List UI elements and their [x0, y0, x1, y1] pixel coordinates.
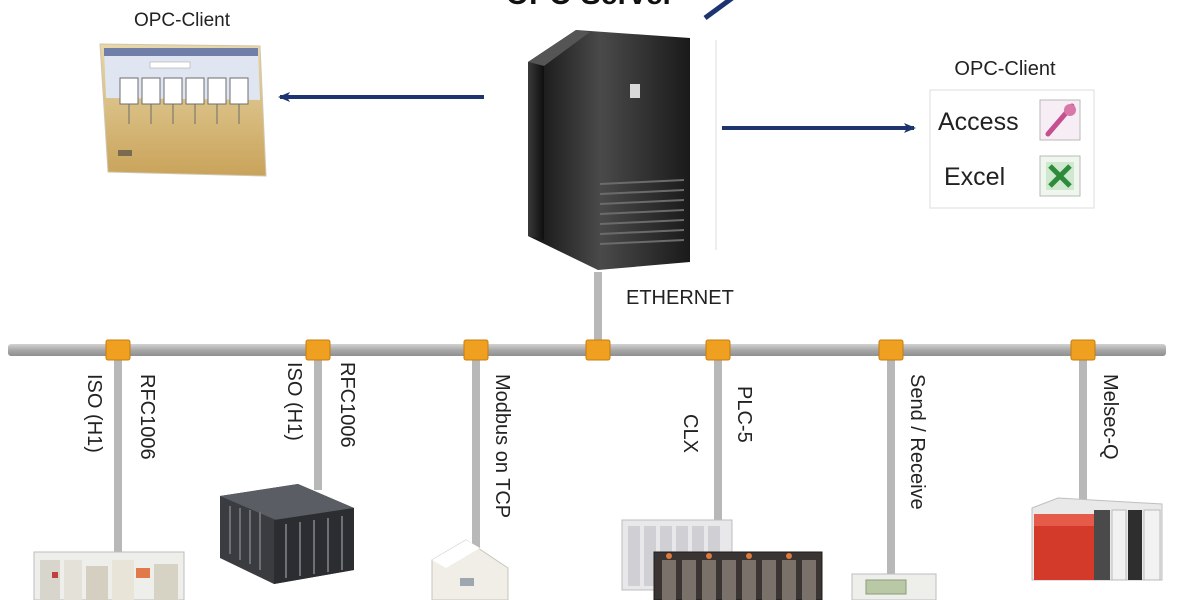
- ethernet-label: ETHERNET: [626, 287, 734, 309]
- plc-rack-device: [220, 484, 354, 584]
- client-left-label: OPC-Client: [134, 10, 231, 31]
- connector-device-5: [878, 339, 904, 361]
- connector-device-3: [463, 339, 489, 361]
- client-right-label: OPC-Client: [954, 58, 1056, 80]
- connector-device-2: [305, 339, 331, 361]
- protocol-label-4a: CLX: [679, 414, 701, 453]
- connector-device-6: [1070, 339, 1096, 361]
- rockwell-racks-device: [621, 519, 823, 600]
- access-app-label: Access: [938, 108, 1019, 136]
- hmi-screen-thumbnail: [99, 43, 267, 177]
- device-drop-lines: [114, 356, 1087, 574]
- connector-device-4: [705, 339, 731, 361]
- protocol-label-2a: ISO (H1): [283, 362, 305, 441]
- access-icon: [1039, 99, 1081, 141]
- connector-device-1: [105, 339, 131, 361]
- client-apps-panel: Access Excel: [929, 89, 1095, 209]
- protocol-label-3a: Modbus on TCP: [491, 374, 513, 518]
- server-tower: [528, 30, 717, 270]
- terminal-panel-device: [851, 573, 937, 600]
- server-uplink-arrow: [703, 0, 734, 21]
- protocol-label-6a: Melsec-Q: [1099, 374, 1121, 460]
- protocol-label-1b: RFC1006: [136, 374, 158, 460]
- excel-icon: [1039, 155, 1081, 197]
- server-title: OPC-Server: [506, 0, 675, 11]
- io-module-device: [33, 551, 185, 600]
- protocol-label-4b: PLC-5: [733, 386, 755, 443]
- protocol-label-5a: Send / Receive: [906, 374, 928, 510]
- melsec-plc-device: [1031, 497, 1163, 581]
- bus-connectors: [105, 339, 1096, 361]
- excel-app-label: Excel: [944, 163, 1005, 191]
- modbus-coupler-device: [431, 539, 509, 600]
- protocol-label-2b: RFC1006: [336, 362, 358, 448]
- protocol-label-1a: ISO (H1): [83, 374, 105, 453]
- server-drop-line: [594, 272, 602, 348]
- connector-server: [585, 339, 611, 361]
